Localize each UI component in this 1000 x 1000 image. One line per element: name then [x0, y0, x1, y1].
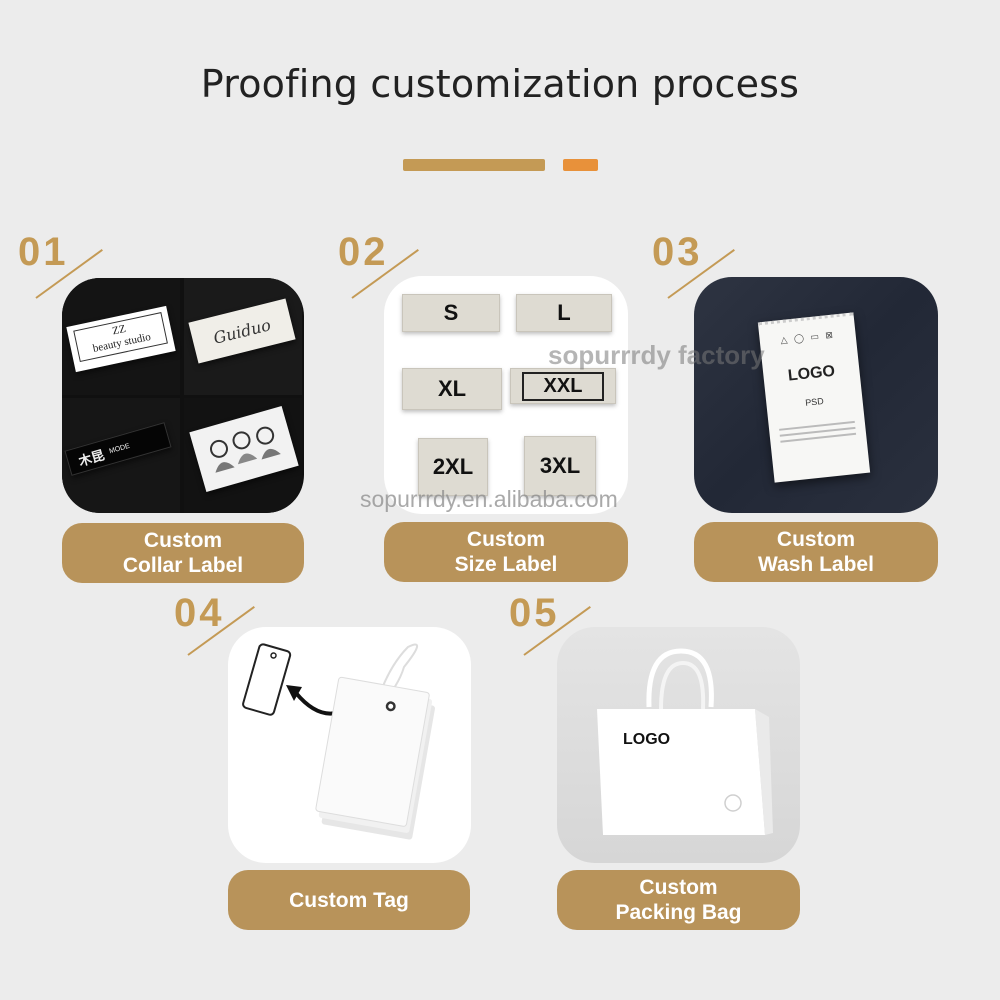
step-number-01: 01	[18, 230, 69, 274]
size-label-button[interactable]: Custom Size Label	[384, 522, 628, 582]
wash-label-psd: PSD	[804, 396, 825, 408]
size-label-xxl: XXL	[510, 368, 616, 404]
step-number-03: 03	[652, 230, 703, 274]
wash-label-logo: LOGO	[787, 362, 836, 385]
size-label-3xl: 3XL	[524, 436, 596, 496]
watermark-site: sopurrrdy.en.alibaba.com	[360, 486, 618, 512]
title-underline-long	[403, 159, 545, 171]
step-number-05: 05	[509, 591, 560, 635]
size-label-l: L	[516, 294, 612, 332]
packing-bag-card: LOGO	[557, 627, 800, 863]
watermark-factory: sopurrrdy factory	[548, 340, 765, 370]
wash-label-card: △ ◯ ▭ ⊠ LOGO PSD	[694, 277, 938, 513]
title-underline-short	[563, 159, 598, 171]
collar-label-figures	[189, 405, 299, 493]
packing-bag-button[interactable]: Custom Packing Bag	[557, 870, 800, 930]
size-label-s: S	[402, 294, 500, 332]
collar-label-card: ZZ beauty studio Guiduo 木昆 MODE	[62, 278, 304, 513]
tag-button[interactable]: Custom Tag	[228, 870, 470, 930]
collar-label-button[interactable]: Custom Collar Label	[62, 523, 304, 583]
wash-label: △ ◯ ▭ ⊠ LOGO PSD	[757, 312, 871, 483]
wash-label-button[interactable]: Custom Wash Label	[694, 522, 938, 582]
size-label-xl: XL	[402, 368, 502, 410]
size-label-card: S L XL XXL 2XL 3XL	[384, 276, 628, 514]
step-number-04: 04	[174, 591, 225, 635]
tag-card	[228, 627, 471, 863]
step-number-02: 02	[338, 230, 389, 274]
bag-logo: LOGO	[623, 731, 671, 748]
size-label-2xl: 2XL	[418, 438, 488, 496]
hang-tag-illustration	[242, 643, 435, 840]
shopping-bag-illustration	[597, 648, 773, 835]
page-title: Proofing customization process	[200, 62, 800, 106]
wash-care-symbols: △ ◯ ▭ ⊠	[780, 329, 836, 346]
